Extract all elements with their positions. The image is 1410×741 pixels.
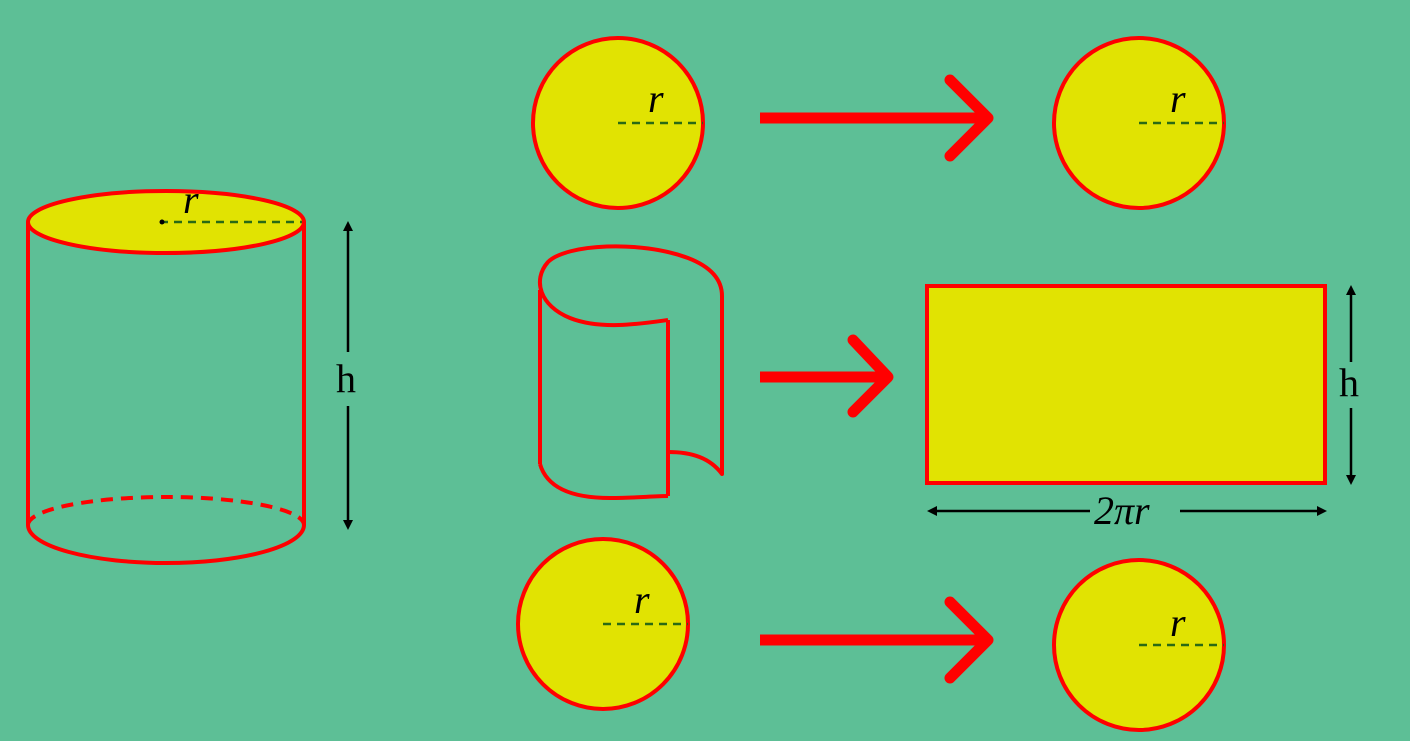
middle-arrow	[760, 334, 894, 418]
cylinder: r h	[26, 177, 356, 565]
cylinder-radius-label: r	[183, 177, 199, 222]
bottom-arrow	[760, 596, 994, 684]
rectangle-width-label: 2πr	[1094, 488, 1150, 533]
top-circle-radius-label: r	[648, 76, 664, 121]
top-circle-row: r r	[531, 36, 1226, 210]
cylinder-center-dot	[159, 219, 165, 225]
unrolled-rectangle	[925, 284, 1327, 485]
lateral-surface-row: h 2πr	[538, 244, 1359, 533]
cylinder-bottom-back-arc	[26, 495, 306, 526]
top-circle-result-radius-label: r	[1170, 76, 1186, 121]
bottom-circle-row: r r	[516, 537, 1226, 732]
top-arrow	[760, 74, 994, 162]
cylinder-bottom-front-arc	[26, 524, 306, 565]
rectangle-height-label: h	[1339, 360, 1359, 405]
bottom-circle-radius-label: r	[634, 577, 650, 622]
cylinder-height-label: h	[336, 356, 356, 401]
bottom-circle-result-radius-label: r	[1170, 600, 1186, 645]
rolled-sheet	[538, 244, 724, 500]
